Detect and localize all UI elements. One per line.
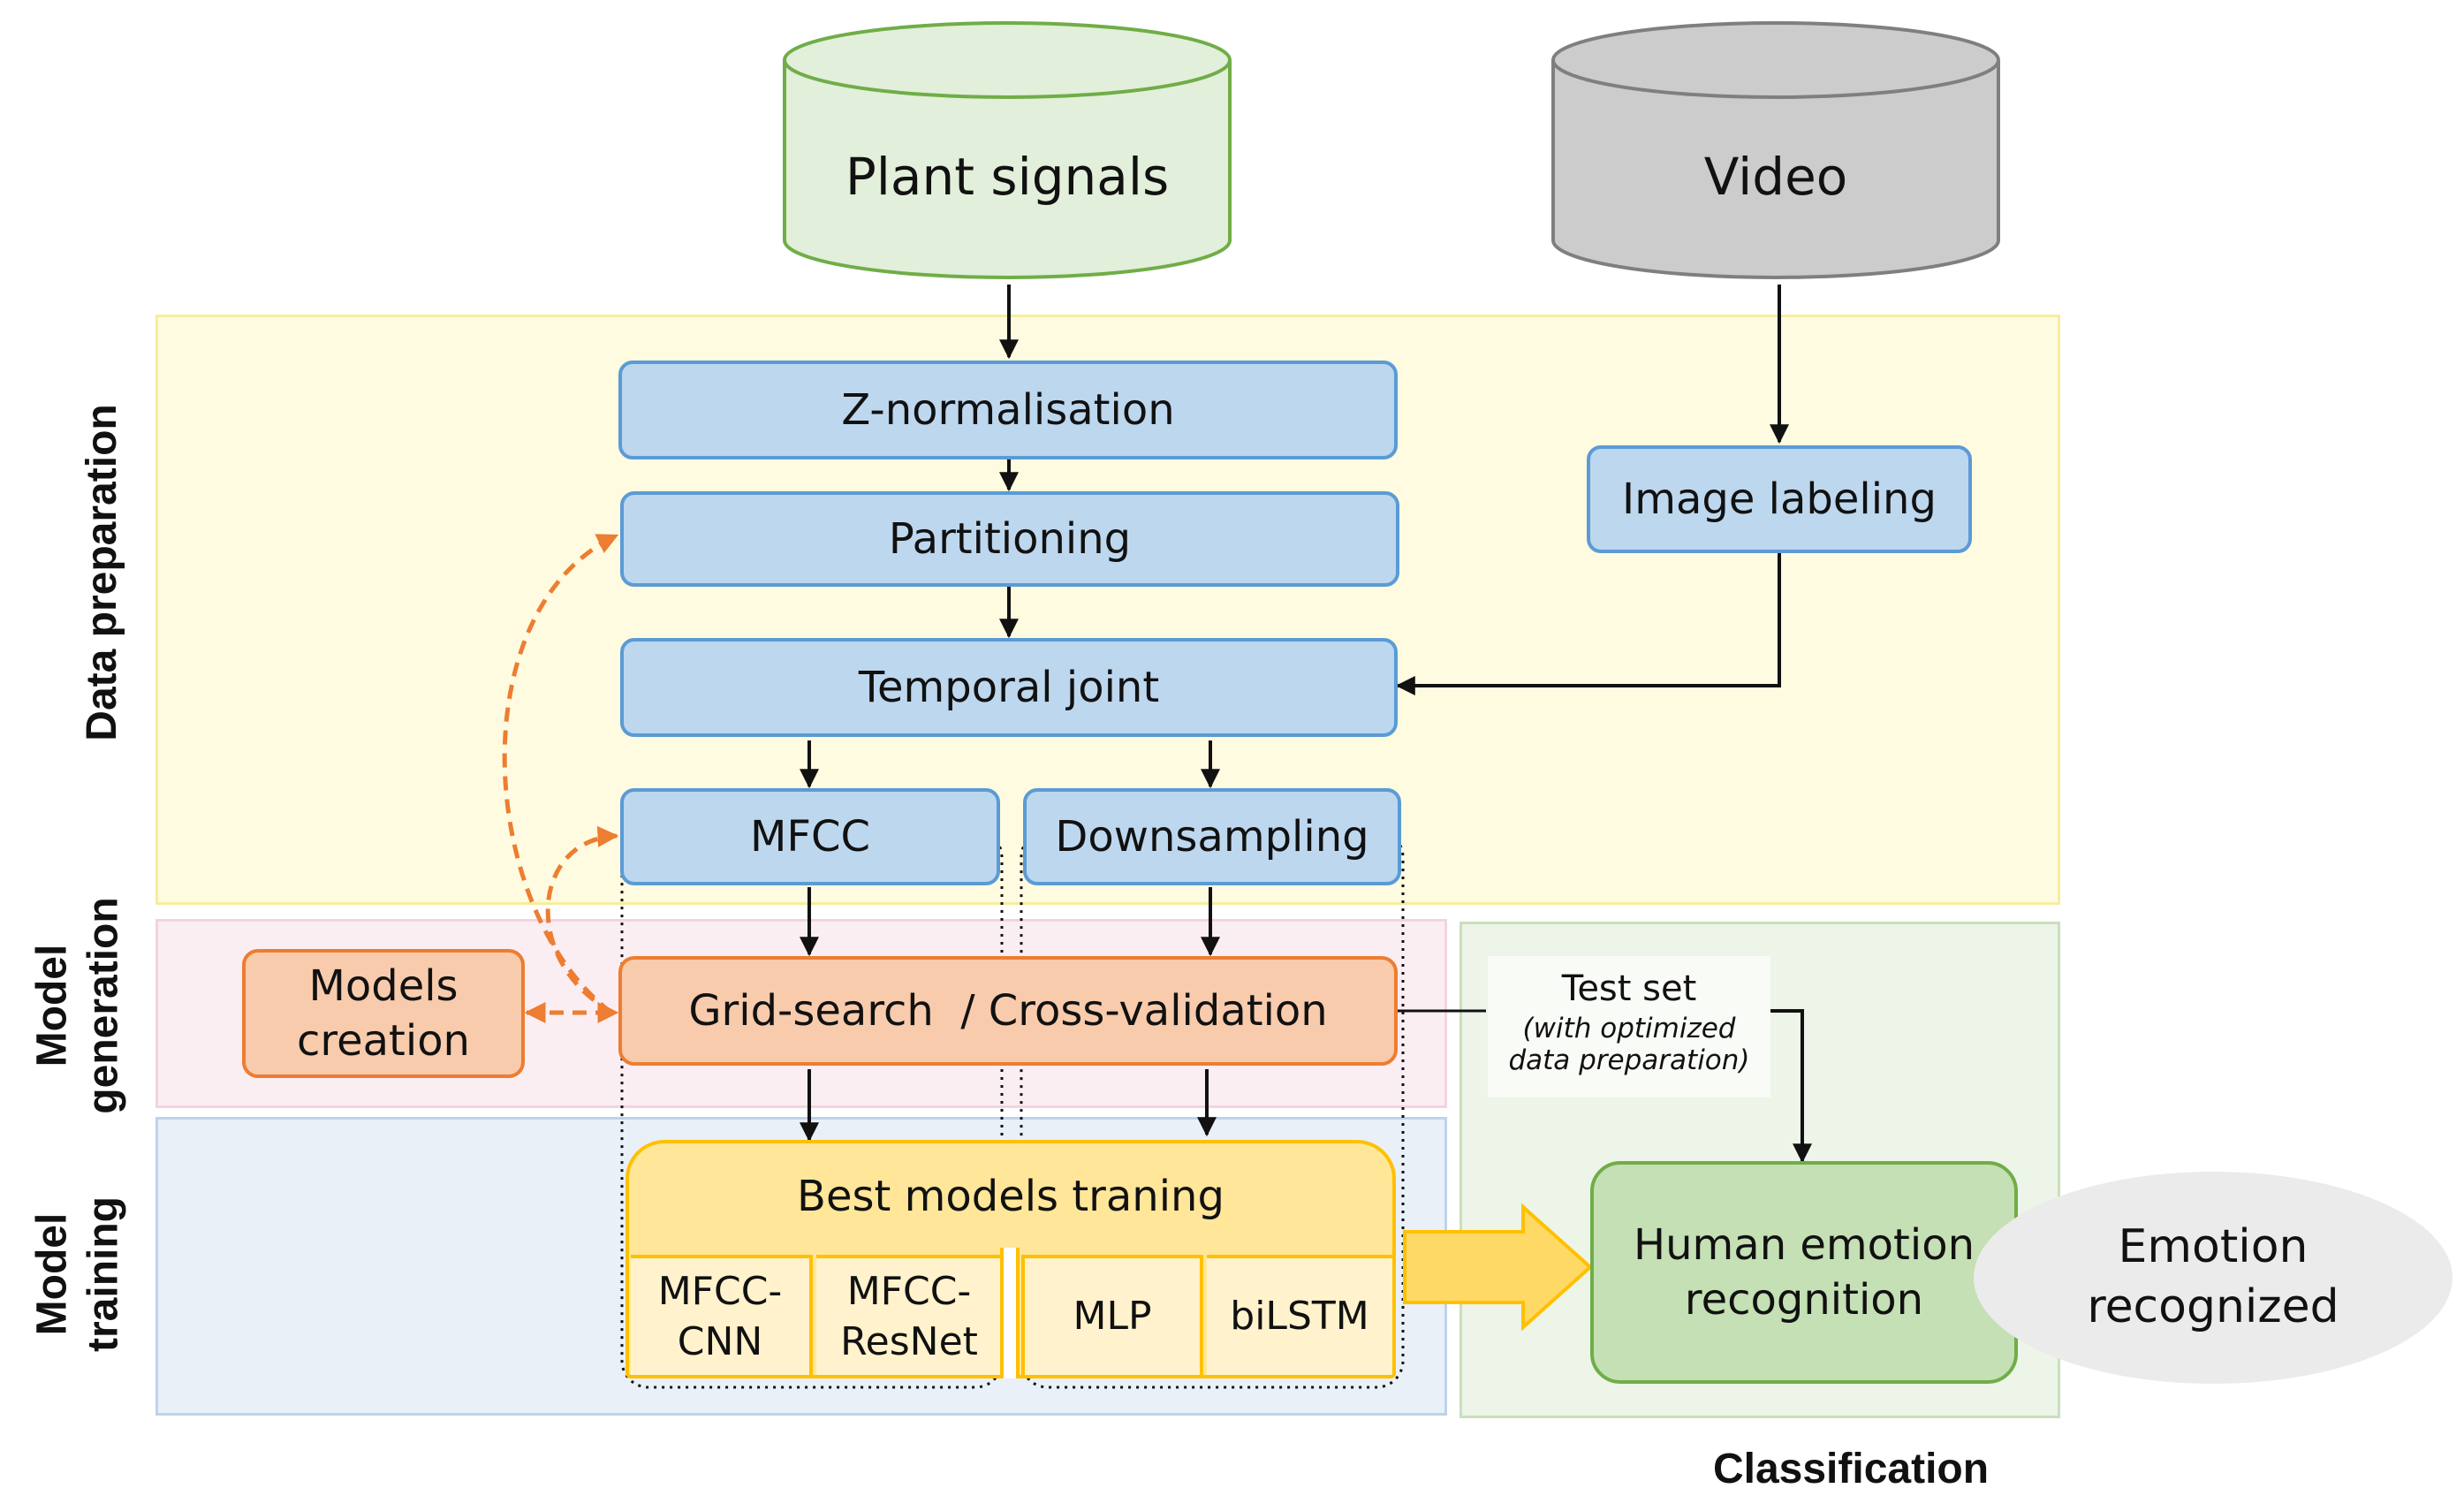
downsampling-pipeline-group bbox=[1020, 829, 1405, 1389]
feedback-arrow-mfcc bbox=[545, 825, 619, 1015]
arrow-labeling-to-temporal bbox=[1395, 553, 1781, 695]
emotion-recognized-line1: Emotion bbox=[2118, 1220, 2309, 1274]
test-set-box: Test set (with optimized data preparatio… bbox=[1488, 956, 1770, 1097]
model-mfcc-resnet: MFCC- ResNet bbox=[816, 1255, 1002, 1375]
video-cylinder bbox=[1551, 21, 2000, 279]
models-creation-box: Models creation bbox=[242, 949, 525, 1078]
video-label: Video bbox=[1703, 147, 1848, 207]
models-creation-line1: Models bbox=[308, 961, 459, 1011]
model-mfcc-cnn-line2: CNN bbox=[677, 1319, 763, 1364]
test-set-title: Test set bbox=[1561, 968, 1697, 1009]
model-bilstm: biLSTM bbox=[1207, 1255, 1392, 1375]
grid-search-box: Grid-search / Cross-validation bbox=[618, 956, 1398, 1066]
model-mfcc-cnn: MFCC- CNN bbox=[631, 1255, 813, 1375]
training-to-recognition-arrow bbox=[1403, 1203, 1593, 1332]
plant-signals-cylinder bbox=[783, 21, 1232, 279]
arrow-testset-to-recognition bbox=[1767, 1009, 1812, 1164]
model-mfcc-resnet-line1: MFCC- bbox=[846, 1268, 972, 1314]
z-normalisation-box: Z-normalisation bbox=[618, 361, 1398, 459]
training-pipeline-divider bbox=[1000, 1248, 1020, 1378]
mfcc-pipeline-group bbox=[620, 829, 1004, 1389]
model-mlp: MLP bbox=[1021, 1255, 1203, 1375]
temporal-joint-box: Temporal joint bbox=[620, 638, 1398, 737]
model-bilstm-label: biLSTM bbox=[1230, 1294, 1369, 1340]
emotion-recognized-ellipse: Emotion recognized bbox=[1974, 1172, 2453, 1384]
mfcc-box: MFCC bbox=[620, 788, 1000, 885]
partitioning-box: Partitioning bbox=[620, 491, 1399, 587]
model-mfcc-cnn-line1: MFCC- bbox=[657, 1268, 783, 1314]
model-mfcc-resnet-line2: ResNet bbox=[840, 1319, 978, 1364]
human-emotion-recognition-line2: recognition bbox=[1684, 1275, 1924, 1325]
test-set-note-line2: data preparation) bbox=[1508, 1044, 1750, 1076]
image-labeling-box: Image labeling bbox=[1587, 445, 1972, 553]
plant-signals-label: Plant signals bbox=[845, 147, 1170, 207]
test-set-note-line1: (with optimized bbox=[1522, 1013, 1736, 1044]
models-creation-line2: creation bbox=[297, 1016, 470, 1066]
best-models-training-box: Best models traning MFCC- CNN MFCC- ResN… bbox=[625, 1140, 1396, 1378]
best-models-training-title: Best models traning bbox=[797, 1172, 1224, 1221]
emotion-recognized-line2: recognized bbox=[2087, 1280, 2339, 1333]
human-emotion-recognition-line1: Human emotion bbox=[1634, 1219, 1975, 1270]
human-emotion-recognition-box: Human emotion recognition bbox=[1590, 1161, 2018, 1384]
feedback-arrow-partitioning bbox=[502, 533, 619, 1014]
model-mlp-label: MLP bbox=[1073, 1294, 1152, 1340]
stage-label-classification: Classification bbox=[1712, 1446, 1990, 1492]
downsampling-box: Downsampling bbox=[1023, 788, 1401, 885]
